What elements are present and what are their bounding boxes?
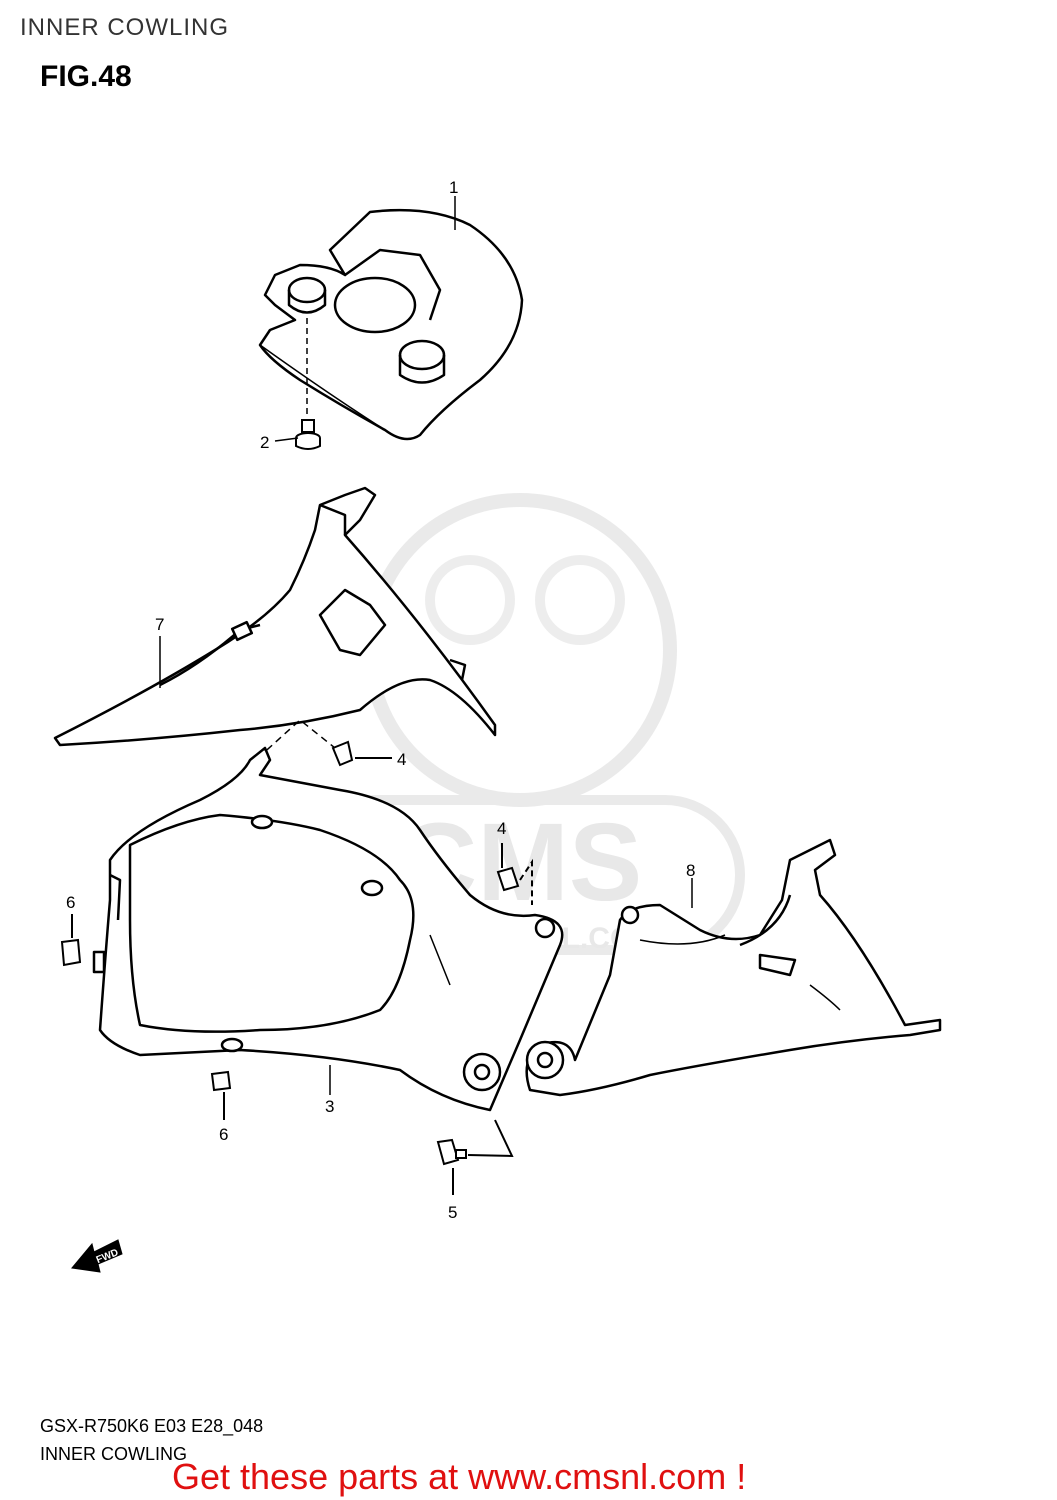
callout-3: 3 xyxy=(325,1097,334,1116)
part-3-inner-cowling xyxy=(92,746,564,1112)
callout-7: 7 xyxy=(155,615,164,634)
page-title: INNER COWLING xyxy=(20,14,230,41)
callout-5: 5 xyxy=(448,1203,457,1222)
callout-8: 8 xyxy=(686,861,695,880)
parts-link-banner[interactable]: Get these parts at www.cmsnl.com ! xyxy=(172,1456,747,1497)
part-4-clip-upper xyxy=(331,740,392,767)
part-6-nut-bottom xyxy=(210,1070,232,1120)
callout-1: 1 xyxy=(449,178,458,197)
part-8-lower-cowling xyxy=(525,838,942,1097)
figure-number: FIG.48 xyxy=(40,60,132,93)
part-2-bolt xyxy=(295,419,321,450)
part-4-clip-lower xyxy=(496,843,533,905)
callout-4-lower: 4 xyxy=(497,819,506,838)
callout-2: 2 xyxy=(260,433,269,452)
leader-lines xyxy=(159,196,693,1095)
part-1-inner-panel xyxy=(258,208,524,441)
callout-6-left: 6 xyxy=(66,893,75,912)
callout-4-upper: 4 xyxy=(397,750,406,769)
diagram-code: GSX-R750K6 E03 E28_048 xyxy=(40,1416,264,1436)
part-6-nut-left xyxy=(60,914,82,967)
clip-dash-line xyxy=(257,719,336,759)
diagram-name: INNER COWLING xyxy=(40,1444,188,1464)
part-7-side-cowling xyxy=(53,486,497,747)
part-5-grommet xyxy=(436,1119,514,1195)
fwd-arrow-icon: FWD xyxy=(71,1239,123,1273)
callout-6-bottom: 6 xyxy=(219,1125,228,1144)
